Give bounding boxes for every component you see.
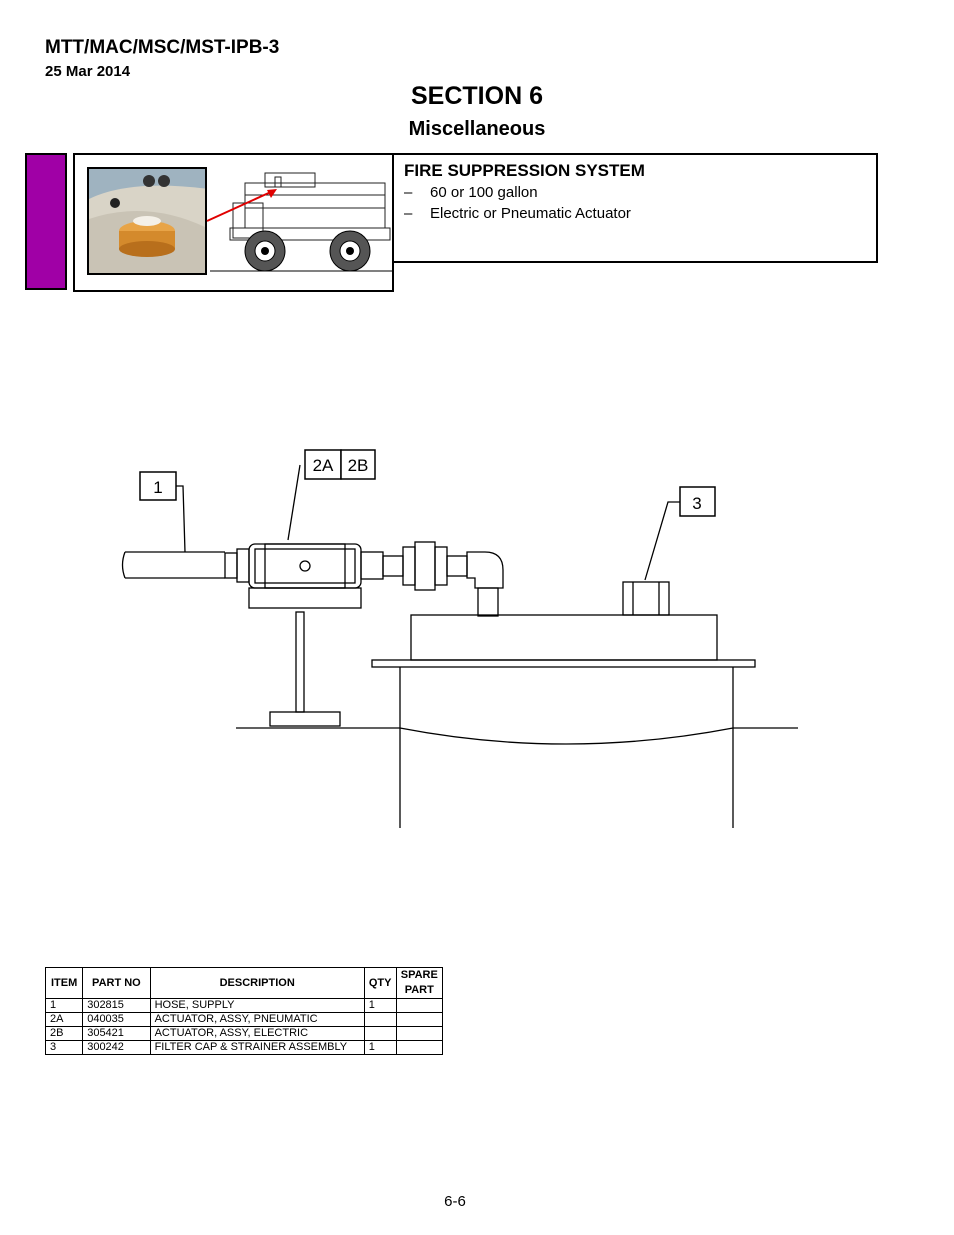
document-date: 25 Mar 2014 xyxy=(45,63,131,80)
cell-item: 1 xyxy=(44,998,84,1013)
cell-item: 2A xyxy=(44,1012,84,1027)
callout-box-1 xyxy=(139,471,177,501)
cell-spare-part xyxy=(395,998,444,1013)
cell-spare-part xyxy=(395,1040,444,1055)
section-subtitle: Miscellaneous xyxy=(408,118,546,140)
bullet-text: 60 or 100 gallon xyxy=(430,184,538,201)
table-row: 2A 040035 ACTUATOR, ASSY, PNEUMATIC xyxy=(44,1012,444,1027)
dash-marker: – xyxy=(404,205,413,222)
component-photo xyxy=(87,167,207,275)
cell-item: 3 xyxy=(44,1040,84,1055)
cell-description: HOSE, SUPPLY xyxy=(149,998,365,1013)
table-header-row: ITEM PART NO DESCRIPTION QTY SPARE PART xyxy=(44,967,444,999)
cell-description: ACTUATOR, ASSY, PNEUMATIC xyxy=(149,1012,365,1027)
cell-qty: 1 xyxy=(363,998,397,1013)
callout-label-2a: 2A xyxy=(313,456,334,475)
info-bullet: –60 or 100 gallon xyxy=(404,184,538,201)
column-header-part-no: PART NO xyxy=(82,967,151,999)
page-number: 6-6 xyxy=(444,1193,466,1210)
cell-description: ACTUATOR, ASSY, ELECTRIC xyxy=(149,1026,365,1041)
cell-spare-part xyxy=(395,1012,444,1027)
exploded-parts-diagram: 1 2A 2B 3 xyxy=(121,449,798,828)
callout-label-1: 1 xyxy=(153,478,162,497)
cell-part-no: 302815 xyxy=(82,998,151,1013)
cell-part-no: 300242 xyxy=(82,1040,151,1055)
callout-label-2b: 2B xyxy=(348,456,369,475)
cell-qty xyxy=(363,1026,397,1041)
pointer-arrow-head xyxy=(267,189,277,198)
truck-locator-drawing xyxy=(206,172,393,272)
section-title: SECTION 6 xyxy=(411,82,543,110)
column-header-item: ITEM xyxy=(44,967,84,999)
cell-qty: 1 xyxy=(363,1040,397,1055)
parts-table: ITEM PART NO DESCRIPTION QTY SPARE PART … xyxy=(44,967,444,1055)
cell-item: 2B xyxy=(44,1026,84,1041)
column-header-spare-part: SPARE PART xyxy=(395,967,444,999)
locator-image-box xyxy=(73,153,394,292)
column-header-description: DESCRIPTION xyxy=(149,967,365,999)
callout-box-2b xyxy=(340,449,376,480)
cell-description: FILTER CAP & STRAINER ASSEMBLY xyxy=(149,1040,365,1055)
section-color-tab xyxy=(25,153,67,290)
cell-qty xyxy=(363,1012,397,1027)
table-row: 3 300242 FILTER CAP & STRAINER ASSEMBLY … xyxy=(44,1040,444,1055)
component-title: FIRE SUPPRESSION SYSTEM xyxy=(404,161,645,180)
cell-part-no: 040035 xyxy=(82,1012,151,1027)
cell-part-no: 305421 xyxy=(82,1026,151,1041)
table-row: 2B 305421 ACTUATOR, ASSY, ELECTRIC xyxy=(44,1026,444,1041)
callout-label-3: 3 xyxy=(692,494,701,513)
cell-spare-part xyxy=(395,1026,444,1041)
component-info-box: FIRE SUPPRESSION SYSTEM –60 or 100 gallo… xyxy=(392,153,878,263)
info-bullet: –Electric or Pneumatic Actuator xyxy=(404,205,631,222)
column-header-qty: QTY xyxy=(363,967,397,999)
pointer-arrow-line xyxy=(206,190,274,222)
dash-marker: – xyxy=(404,184,413,201)
bullet-text: Electric or Pneumatic Actuator xyxy=(430,205,631,222)
table-row: 1 302815 HOSE, SUPPLY 1 xyxy=(44,998,444,1013)
callout-box-2a xyxy=(304,449,342,480)
document-id: MTT/MAC/MSC/MST-IPB-3 xyxy=(45,37,280,58)
